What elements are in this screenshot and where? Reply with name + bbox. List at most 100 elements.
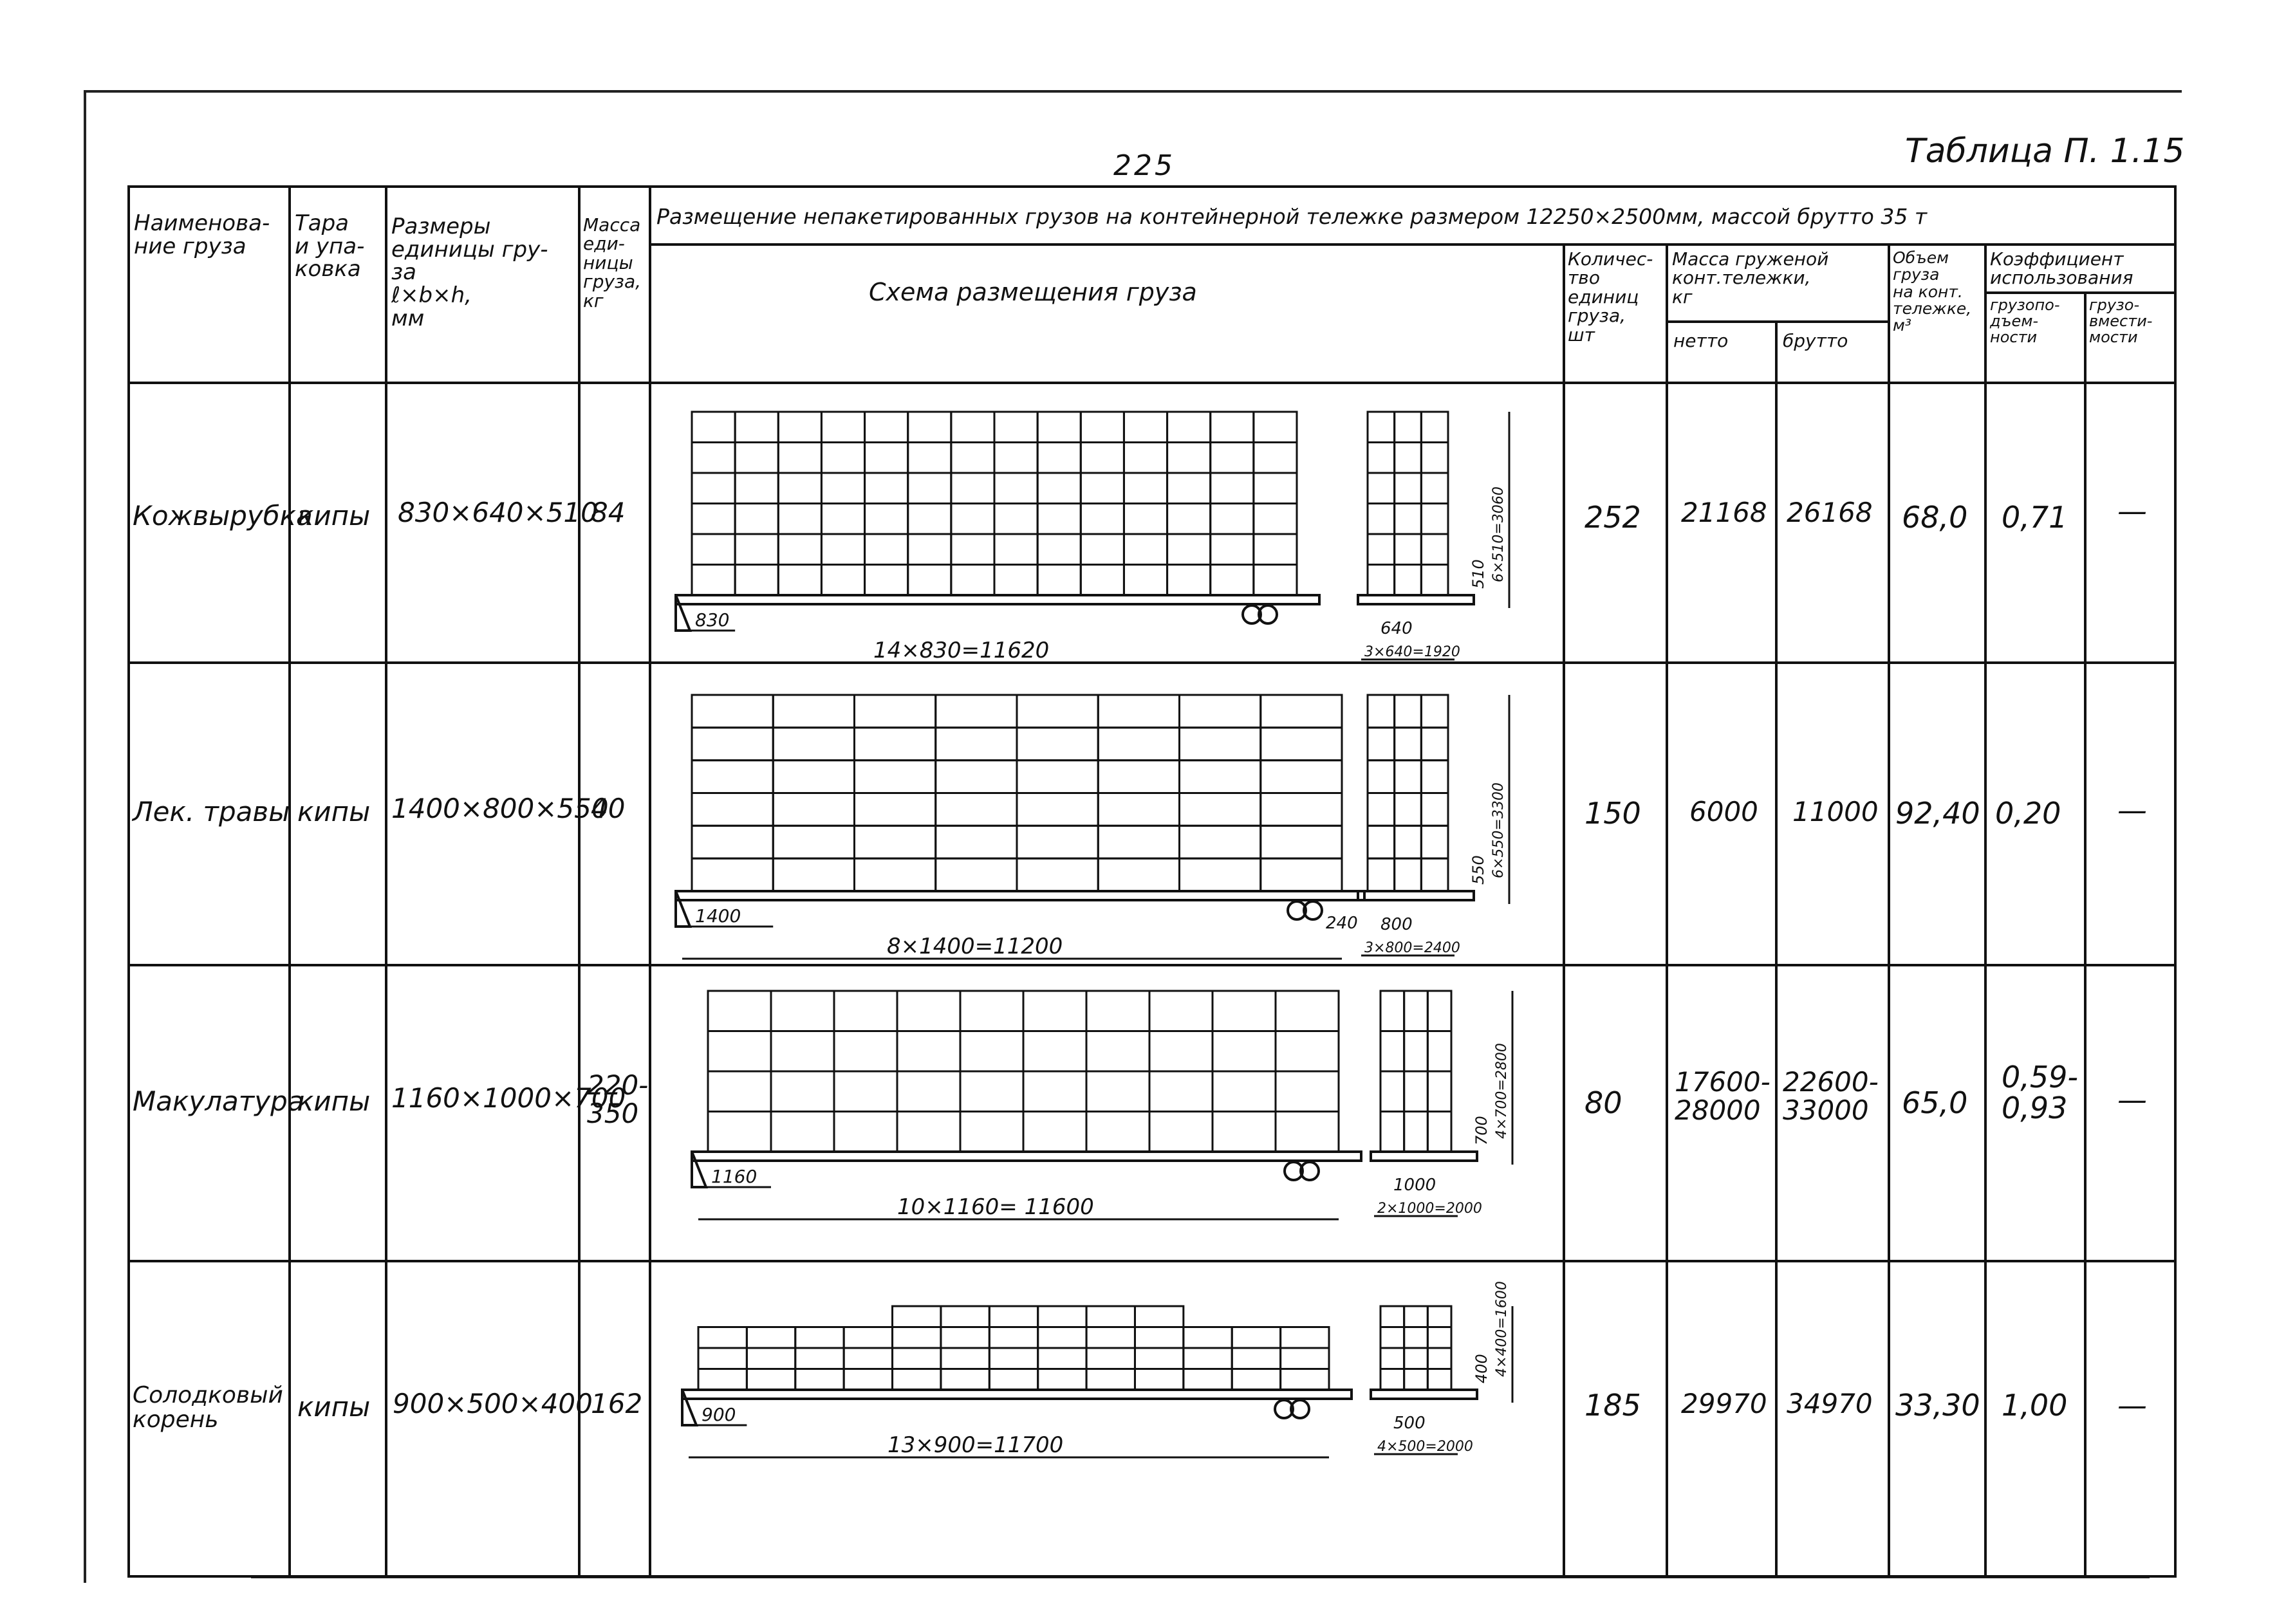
row1-scheme-bale	[777, 533, 823, 566]
row2-scheme-bale	[772, 857, 855, 892]
row1-scheme-bale	[734, 564, 779, 596]
row2-scheme-bale	[1097, 824, 1180, 860]
row1-scheme-bale	[1209, 441, 1255, 474]
row3-scheme-dim-total: 10×1160= 11600	[897, 1194, 1094, 1220]
row1-scheme-side-bale	[1393, 503, 1422, 535]
row4-scheme-bale	[988, 1326, 1039, 1349]
row4-scheme-bale	[794, 1326, 845, 1349]
row2-scheme-bale	[1097, 857, 1180, 892]
row2-scheme-bale	[1178, 726, 1262, 762]
row2-scheme-bale	[1259, 759, 1343, 794]
row4-scheme-bale	[1182, 1326, 1233, 1349]
row3-scheme-side-bale	[1403, 1030, 1429, 1073]
row2-scheme-side-bale	[1420, 857, 1449, 892]
row1-scheme-bale	[1209, 533, 1255, 566]
row4-scheme-bale	[1085, 1305, 1136, 1328]
row1-scheme-bale	[1166, 564, 1212, 596]
row1-scheme-bale	[1122, 472, 1169, 504]
row4-scheme-bale	[1037, 1347, 1088, 1370]
row4-scheme-bale	[794, 1347, 845, 1370]
row4-mass: 162	[591, 1388, 643, 1419]
row1-scheme-side-platform	[1357, 594, 1475, 605]
row3-netto: 17600- 28000	[1675, 1066, 1770, 1127]
row1-scheme-bale	[1036, 503, 1082, 535]
row1-scheme-bale	[864, 441, 909, 474]
row2-scheme-bale	[1178, 857, 1262, 892]
row3-scheme-bale	[896, 1030, 962, 1073]
row4-scheme-side-bale	[1403, 1368, 1429, 1391]
row2-scheme-bale	[1178, 824, 1262, 860]
row3-scheme-bale	[770, 1111, 835, 1153]
row2-scheme-bale	[772, 792, 855, 827]
row1-scheme-bale	[734, 472, 779, 504]
row1-scheme-bale	[1036, 564, 1082, 596]
row3-scheme-bale	[833, 1070, 898, 1112]
row1-netto: 21168	[1681, 497, 1767, 528]
row2-scheme-bale	[1097, 694, 1180, 729]
row4-scheme-bale	[1085, 1326, 1136, 1349]
row2-scheme-bale	[853, 792, 937, 827]
row1-scheme-side-bale	[1393, 564, 1422, 596]
row4-pack: кипы	[297, 1391, 371, 1423]
row3-scheme-bale	[1085, 990, 1151, 1032]
row1-coef-capacity: 0,71	[2002, 500, 2068, 535]
row1-scheme-side-bale	[1393, 533, 1422, 566]
row3-scheme-bale	[1085, 1070, 1151, 1112]
row3-scheme-side-bale	[1403, 1111, 1429, 1153]
row1-scheme-bale	[1036, 472, 1082, 504]
row2-scheme-bale	[853, 857, 937, 892]
row1-scheme-bale	[993, 441, 1039, 474]
row1-scheme-bale	[1252, 441, 1298, 474]
row1-scheme-dim-total: 14×830=11620	[873, 638, 1049, 663]
row4-scheme-bale	[988, 1305, 1039, 1328]
row4-scheme-bale	[988, 1347, 1039, 1370]
row3-scheme-side-bale	[1379, 1070, 1406, 1112]
row3-scheme-bale	[833, 1030, 898, 1073]
row4-scheme-bale	[1037, 1305, 1088, 1328]
row4-scheme-bale	[1231, 1347, 1282, 1370]
row1-scheme-bale	[1252, 533, 1298, 566]
row2-scheme-bale	[1178, 694, 1262, 729]
row2-coef-volume: —	[2117, 793, 2147, 827]
row4-scheme-bale	[1279, 1326, 1330, 1349]
row4-netto: 29970	[1681, 1388, 1767, 1419]
row1-scheme-bale	[864, 533, 909, 566]
row3-scheme-bale	[1022, 990, 1088, 1032]
row3-scheme-bale	[1274, 990, 1340, 1032]
row1-scheme-bale	[1209, 472, 1255, 504]
row3-scheme-dim-unit: 1160	[711, 1166, 757, 1187]
row4-volume: 33,30	[1895, 1388, 1980, 1423]
row1-scheme-bale	[993, 564, 1039, 596]
row1-scheme-bale	[1252, 503, 1298, 535]
row1-scheme-wheel	[1258, 604, 1278, 625]
row1-scheme-bale	[950, 441, 996, 474]
row1-scheme-bale	[1079, 472, 1125, 504]
row2-scheme-platform	[674, 890, 1366, 901]
row1-scheme-bale	[820, 564, 866, 596]
row4-scheme-bale	[1133, 1347, 1185, 1370]
row2-scheme-bale	[691, 759, 774, 794]
row3-scheme-bale	[896, 1111, 962, 1153]
row2-scheme-side-dim-total: 3×800=2400	[1364, 940, 1460, 956]
row3-scheme-side-bale	[1379, 1111, 1406, 1153]
row2-scheme-side-bale	[1393, 694, 1422, 729]
row1-scheme-side-bale	[1393, 441, 1422, 474]
row2-scheme-hitch	[674, 890, 692, 928]
row1-scheme-bale	[777, 441, 823, 474]
row2-scheme-bale	[934, 759, 1018, 794]
row1-scheme-bale	[734, 411, 779, 443]
header-placement-title: Размещение непакетированных грузов на ко…	[656, 204, 1928, 229]
row2-scheme-bale	[853, 694, 937, 729]
row4-scheme-bale	[842, 1326, 894, 1349]
row1-count: 252	[1585, 500, 1641, 535]
row1-scheme-bale	[1079, 503, 1125, 535]
row1-scheme-bale	[777, 564, 823, 596]
row1-scheme-bale	[907, 533, 953, 566]
row3-scheme-bale	[1148, 1070, 1214, 1112]
row3-scheme-bale	[770, 1030, 835, 1073]
row4-size: 900×500×400	[393, 1388, 593, 1419]
row4-scheme-bale	[745, 1347, 797, 1370]
row2-scheme-side-bale	[1393, 726, 1422, 762]
row2-scheme-bale	[772, 694, 855, 729]
row4-scheme-bale	[1133, 1305, 1185, 1328]
